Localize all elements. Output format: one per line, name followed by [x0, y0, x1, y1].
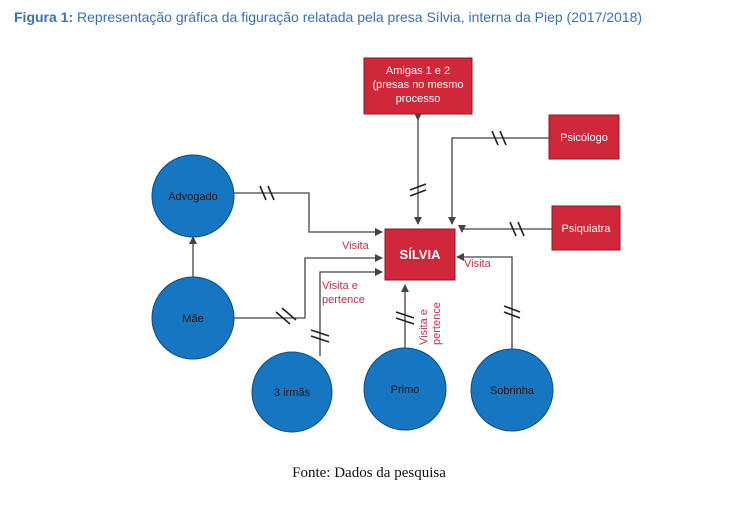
- node-psiquiatra-label: Psiquiatra: [562, 223, 612, 235]
- node-advogado: Advogado: [151, 154, 235, 238]
- break-mark-amigas: [409, 183, 427, 197]
- node-amigas-line1: Amigas 1 e 2: [386, 65, 450, 77]
- edge-label-visita-left: Visita: [342, 240, 370, 252]
- node-psicologo-label: Psicólogo: [560, 132, 608, 144]
- figure-caption: Figura 1: Representação gráfica da figur…: [14, 9, 642, 25]
- break-marks: [259, 130, 525, 343]
- node-amigas-line3: processo: [396, 93, 441, 105]
- break-mark-primo: [395, 311, 415, 325]
- edge-psicologo-silvia: [448, 137, 549, 225]
- break-mark-sobrinha: [503, 305, 521, 319]
- edge-psiquiatra-silvia: [458, 225, 552, 233]
- node-psiquiatra: Psiquiatra: [551, 205, 621, 251]
- source-note: Fonte: Dados da pesquisa: [292, 465, 446, 481]
- node-sobrinha: Sobrinha: [470, 348, 554, 432]
- edge-label-visita-pertence-vertical: Visita e pertence: [418, 302, 443, 345]
- edge-irmas-silvia: [319, 268, 383, 356]
- connectors: [189, 113, 552, 356]
- node-irmas-label: 3 irmãs: [274, 387, 311, 399]
- edge-label-visita-pertence-line2: pertence: [322, 294, 365, 306]
- node-irmas: 3 irmãs: [251, 351, 333, 433]
- edge-label-visita-pertence-line1: Visita e: [322, 280, 358, 292]
- edge-sobrinha-silvia: [456, 253, 513, 352]
- caption-prefix: Figura 1:: [14, 9, 74, 25]
- node-sobrinha-label: Sobrinha: [490, 385, 535, 397]
- node-advogado-label: Advogado: [168, 191, 218, 203]
- node-silvia: SÍLVIA: [384, 228, 456, 281]
- node-silvia-label: SÍLVIA: [400, 247, 442, 262]
- edge-label-vertical-line2: pertence: [431, 302, 443, 345]
- node-amigas: Amigas 1 e 2 (presas no mesmo processo: [363, 57, 473, 115]
- node-amigas-line2: (presas no mesmo: [372, 79, 463, 91]
- node-mae: Mãe: [151, 276, 235, 360]
- break-mark-mae: [275, 307, 297, 325]
- caption-text: Representação gráfica da figuração relat…: [77, 9, 643, 25]
- node-primo: Primo: [363, 347, 447, 431]
- break-mark-advogado: [259, 185, 275, 201]
- edge-advogado-silvia: [234, 192, 383, 236]
- break-mark-psicologo: [491, 130, 507, 146]
- break-mark-psiquiatra: [509, 221, 525, 237]
- node-mae-label: Mãe: [182, 313, 203, 325]
- node-psicologo: Psicólogo: [548, 114, 620, 160]
- node-primo-label: Primo: [391, 384, 420, 396]
- break-mark-irmas: [310, 329, 330, 343]
- edge-label-vertical-line1: Visita e: [418, 309, 430, 345]
- edge-mae-silvia: [234, 254, 383, 319]
- edge-label-visita-right: Visita: [464, 258, 492, 270]
